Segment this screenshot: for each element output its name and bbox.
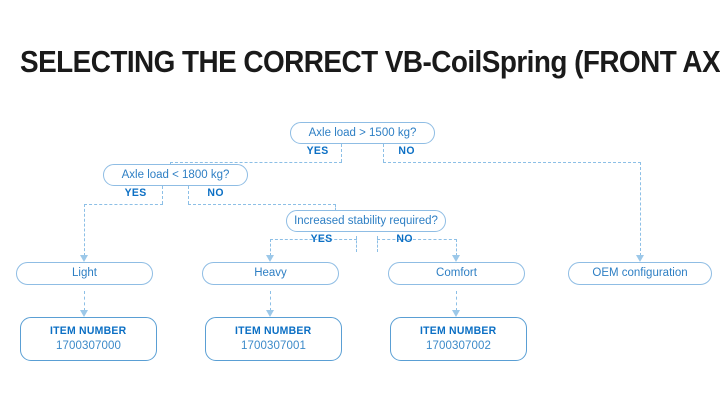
- item-number-title-comfort: ITEM NUMBER: [420, 325, 497, 337]
- item-number-node-heavy[interactable]: ITEM NUMBER 1700307001: [205, 317, 342, 361]
- connector-d2-no-down: [335, 204, 336, 214]
- connector-d2-yes-stub: [162, 186, 163, 204]
- connector-arrow-heavy: [266, 255, 274, 262]
- page-title: SELECTING THE CORRECT VB-CoilSpring (FRO…: [20, 44, 720, 79]
- result-node-heavy[interactable]: Heavy: [202, 262, 339, 285]
- connector-d1-yes-horizontal: [170, 162, 342, 163]
- item-number-node-light[interactable]: ITEM NUMBER 1700307000: [20, 317, 157, 361]
- item-number-title-heavy: ITEM NUMBER: [235, 325, 312, 337]
- result-node-light[interactable]: Light: [16, 262, 153, 285]
- connector-arrow-item-heavy: [266, 310, 274, 317]
- result-node-oem[interactable]: OEM configuration: [568, 262, 712, 285]
- item-number-value-heavy: 1700307001: [241, 340, 306, 352]
- connector-d3-yes-stub: [356, 236, 357, 252]
- connector-d1-yes-stub: [341, 144, 342, 162]
- connector-d1-no-horizontal: [383, 162, 641, 163]
- connector-d2-yes-down: [84, 204, 85, 256]
- connector-arrow-comfort: [452, 255, 460, 262]
- decision-label-axle-load-1500: Axle load > 1500 kg?: [308, 126, 417, 139]
- item-number-title-light: ITEM NUMBER: [50, 325, 127, 337]
- item-number-value-light: 1700307000: [56, 340, 121, 352]
- result-label-light: Light: [72, 267, 97, 279]
- connector-heavy-to-item: [270, 291, 271, 311]
- connector-d3-no-stub: [377, 236, 378, 252]
- connector-arrow-item-light: [80, 310, 88, 317]
- branch-label-d1-yes: YES: [306, 145, 329, 157]
- branch-label-d2-no: NO: [207, 187, 224, 199]
- result-label-comfort: Comfort: [436, 267, 477, 279]
- decision-node-increased-stability[interactable]: Increased stability required?: [286, 210, 446, 232]
- result-node-comfort[interactable]: Comfort: [388, 262, 525, 285]
- connector-d1-no-stub: [383, 144, 384, 162]
- branch-label-d3-no: NO: [396, 233, 413, 245]
- connector-d2-yes-horizontal: [84, 204, 163, 205]
- connector-comfort-to-item: [456, 291, 457, 311]
- connector-arrow-light: [80, 255, 88, 262]
- connector-d2-no-stub: [188, 186, 189, 204]
- connector-light-to-item: [84, 291, 85, 311]
- connector-d3-yes-down: [270, 239, 271, 256]
- branch-label-d1-no: NO: [398, 145, 415, 157]
- connector-d1-no-down: [640, 162, 641, 256]
- connector-d3-no-down: [456, 239, 457, 256]
- connector-d3-yes-horizontal: [270, 239, 357, 240]
- connector-arrow-item-comfort: [452, 310, 460, 317]
- connector-arrow-oem: [636, 255, 644, 262]
- result-label-oem: OEM configuration: [592, 267, 688, 279]
- result-label-heavy: Heavy: [254, 267, 287, 279]
- decision-node-axle-load-1800[interactable]: Axle load < 1800 kg?: [103, 164, 248, 186]
- branch-label-d2-yes: YES: [124, 187, 147, 199]
- decision-label-axle-load-1800: Axle load < 1800 kg?: [121, 168, 230, 181]
- decision-node-axle-load-1500[interactable]: Axle load > 1500 kg?: [290, 122, 435, 144]
- item-number-node-comfort[interactable]: ITEM NUMBER 1700307002: [390, 317, 527, 361]
- connector-d3-no-horizontal: [377, 239, 457, 240]
- connector-d2-no-horizontal: [188, 204, 336, 205]
- decision-label-increased-stability: Increased stability required?: [294, 214, 438, 227]
- branch-label-d3-yes: YES: [310, 233, 333, 245]
- item-number-value-comfort: 1700307002: [426, 340, 491, 352]
